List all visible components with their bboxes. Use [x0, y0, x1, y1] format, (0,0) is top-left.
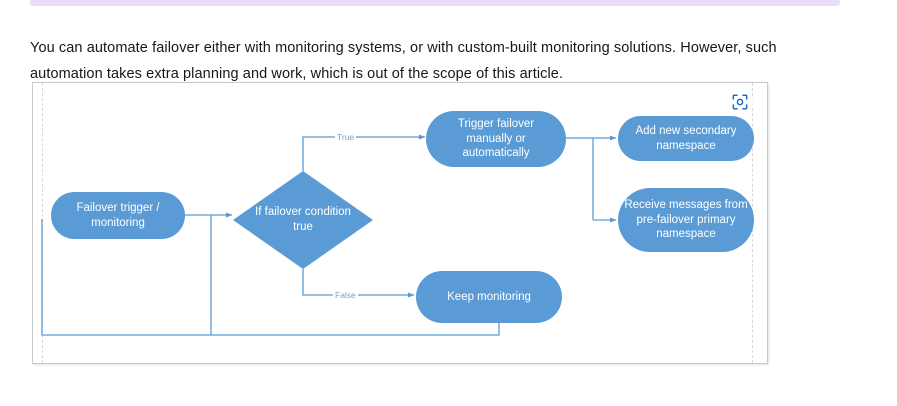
zoom-focus-icon: [732, 94, 748, 110]
intro-paragraph: You can automate failover either with mo…: [30, 39, 777, 82]
node-failover-trigger[interactable]: Failover trigger / monitoring: [51, 192, 185, 239]
connector-layer: [41, 134, 617, 336]
node-keep-monitoring-label: Keep monitoring: [447, 290, 531, 303]
top-accent-bar: [30, 0, 840, 6]
flowchart-canvas: Failover trigger / monitoring If failove…: [33, 83, 767, 363]
node-add-secondary[interactable]: Add new secondary namespace: [618, 116, 754, 161]
node-trigger-failover[interactable]: Trigger failover manually or automatical…: [426, 111, 566, 167]
node-decision-label: If failover condition true: [255, 206, 351, 233]
zoom-focus-button[interactable]: [727, 89, 753, 115]
diagram-frame: Failover trigger / monitoring If failove…: [32, 82, 768, 364]
node-trigger-failover-label: Trigger failover manually or automatical…: [457, 118, 535, 160]
node-keep-monitoring[interactable]: Keep monitoring: [416, 271, 562, 323]
edge-label-false: False: [333, 290, 358, 300]
node-receive-messages[interactable]: Receive messages from pre-failover prima…: [618, 188, 754, 252]
node-decision[interactable]: If failover condition true: [233, 171, 373, 269]
node-receive-messages-label: Receive messages from pre-failover prima…: [624, 199, 748, 241]
node-add-secondary-label: Add new secondary namespace: [635, 125, 737, 152]
edge-label-true: True: [335, 132, 357, 142]
node-failover-trigger-label: Failover trigger / monitoring: [76, 202, 160, 229]
